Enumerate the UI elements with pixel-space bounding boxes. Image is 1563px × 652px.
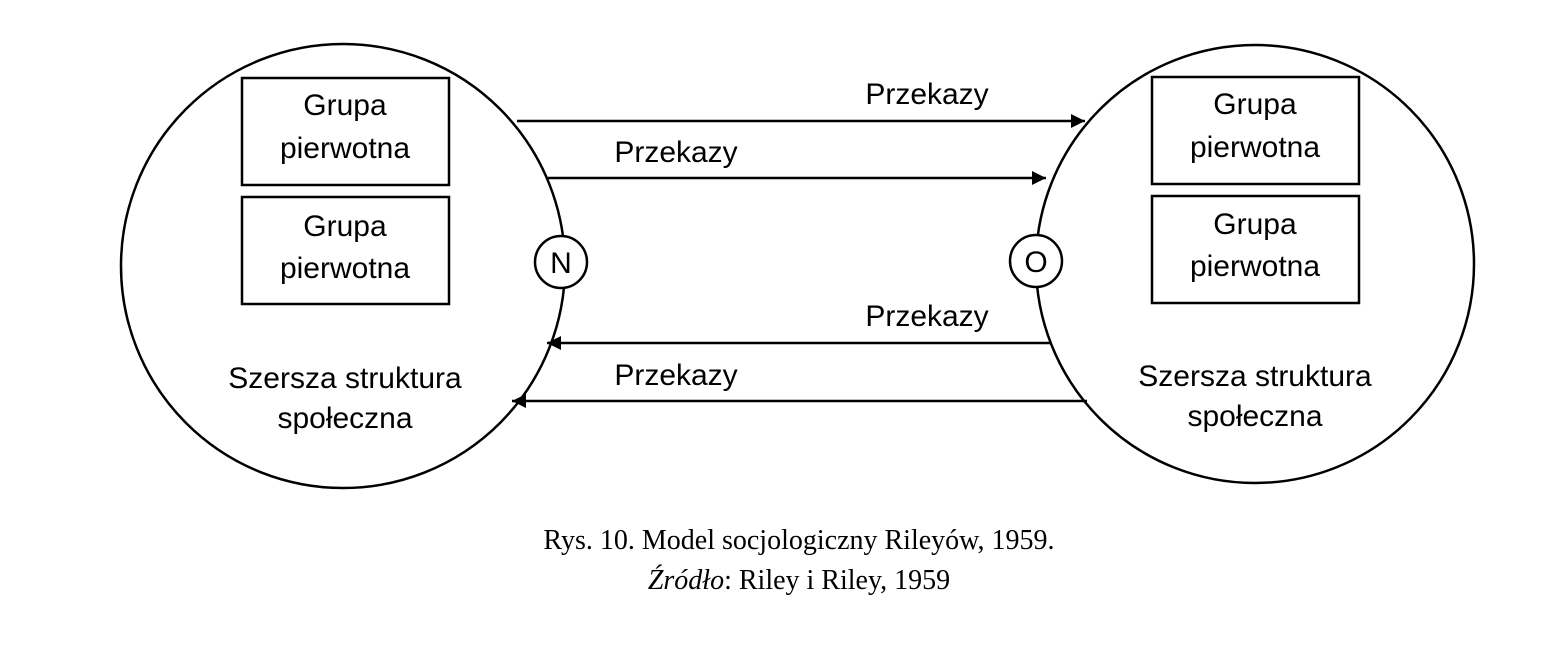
arrow-lower-inner-label: Przekazy: [865, 300, 988, 333]
left-node: Grupa pierwotna Grupa pierwotna Szersza …: [119, 42, 589, 490]
right-primary-group-top-line2: pierwotna: [1190, 131, 1320, 164]
left-primary-group-bottom-line2: pierwotna: [280, 252, 410, 285]
right-structure-label-line1: Szersza struktura: [1138, 360, 1372, 393]
left-primary-group-bottom-box: [240, 195, 451, 306]
left-primary-group-top-line2: pierwotna: [280, 132, 410, 165]
left-primary-group-bottom-line1: Grupa: [303, 210, 387, 243]
figure-source: Źródło: Riley i Riley, 1959: [648, 565, 950, 596]
right-marker-circle: [1008, 233, 1064, 289]
left-primary-group-top-box: [240, 76, 451, 187]
figure-source-label: Źródło: [648, 565, 724, 596]
right-primary-group-bottom-line2: pierwotna: [1190, 250, 1320, 283]
right-primary-group-bottom-box: [1150, 194, 1361, 305]
right-node: Grupa pierwotna Grupa pierwotna Szersza …: [1008, 43, 1476, 485]
left-primary-group-top-line1: Grupa: [303, 89, 387, 122]
left-structure-label-line1: Szersza struktura: [228, 362, 462, 395]
figure-caption: Rys. 10. Model socjologiczny Rileyów, 19…: [543, 525, 1054, 556]
left-structure-label-line2: społeczna: [277, 402, 412, 435]
right-structure-label-line2: społeczna: [1187, 400, 1322, 433]
left-marker-label: N: [550, 247, 572, 280]
figure-source-text: : Riley i Riley, 1959: [724, 565, 950, 596]
arrow-upper-inner-label: Przekazy: [614, 136, 737, 169]
arrow-lower-outer-label: Przekazy: [614, 359, 737, 392]
right-primary-group-top-box: [1150, 75, 1361, 186]
arrow-upper-outer-label: Przekazy: [865, 78, 988, 111]
right-primary-group-top-line1: Grupa: [1213, 88, 1297, 121]
left-marker-circle: [533, 234, 589, 290]
right-primary-group-bottom-line1: Grupa: [1213, 208, 1297, 241]
right-marker-label: O: [1024, 246, 1047, 279]
arrows: Przekazy Przekazy Przekazy Przekazy: [512, 78, 1087, 408]
